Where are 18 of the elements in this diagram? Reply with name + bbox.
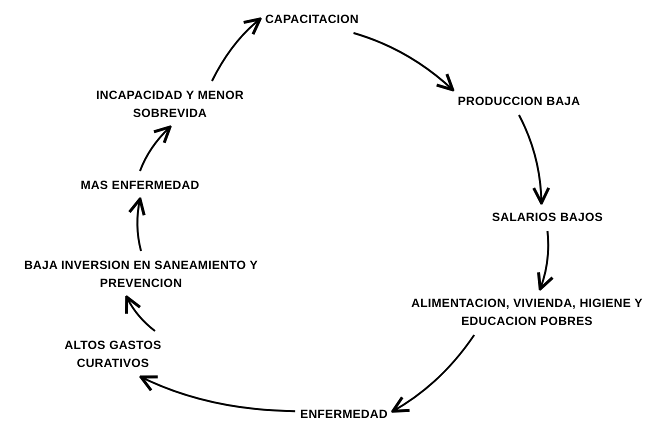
cycle-step-label: SALARIOS BAJOS <box>492 209 603 226</box>
arrow <box>125 296 156 332</box>
cycle-step-label: ALTOS GASTOS CURATIVOS <box>64 337 162 372</box>
cycle-step-label: ENFERMEDAD <box>300 406 388 423</box>
arrow <box>353 32 454 92</box>
cycle-step-label: ALIMENTACION, VIVIENDA, HIGIENE Y EDUCACION POBRES <box>410 295 644 330</box>
arrow <box>536 230 554 290</box>
cycle-step-label: CAPACITACION <box>265 11 359 28</box>
arrow <box>518 114 550 204</box>
cycle-step-label: BAJA INVERSION EN SANEAMIENTO Y PREVENCION <box>23 257 259 292</box>
arrow <box>139 126 172 172</box>
arrow <box>128 198 146 252</box>
arrow <box>211 18 262 82</box>
cycle-step-label: MAS ENFERMEDAD <box>80 177 200 194</box>
cycle-step-label: INCAPACIDAD Y MENOR SOBREVIDA <box>95 87 245 122</box>
arrow <box>140 375 296 412</box>
arrow <box>391 334 476 413</box>
cycle-step-label: PRODUCCION BAJA <box>458 93 580 110</box>
